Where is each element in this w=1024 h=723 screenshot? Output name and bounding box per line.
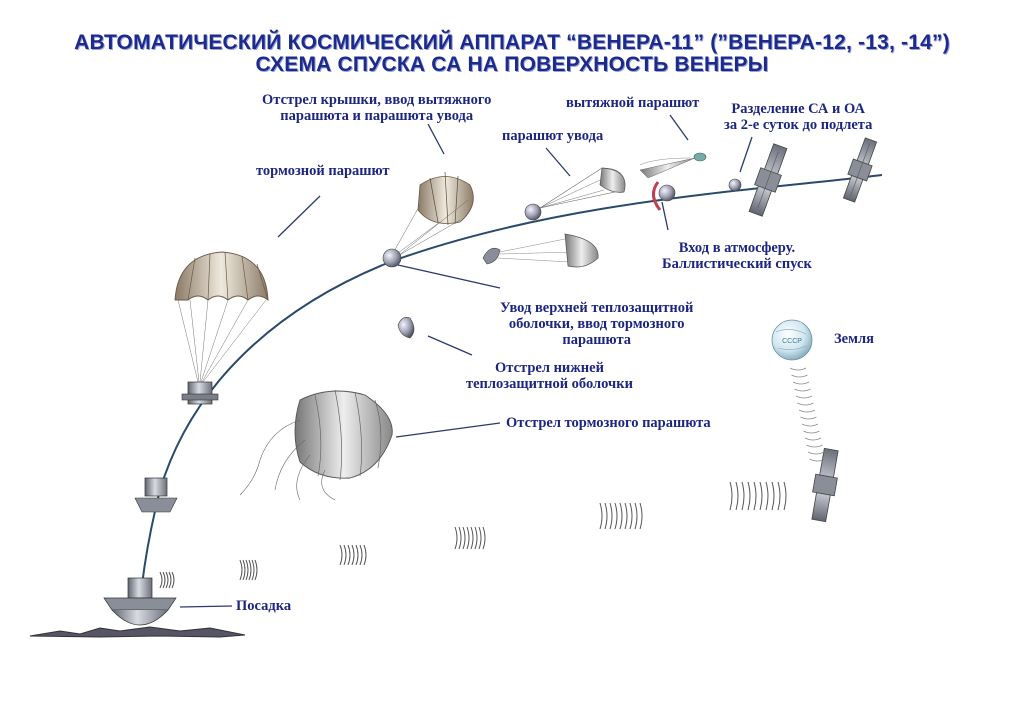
- signal-wave: [254, 559, 258, 581]
- drogue-parachute: [524, 167, 626, 221]
- earth-globe-text: СССР: [782, 338, 802, 345]
- label-landing: Посадка: [236, 598, 292, 614]
- pilot-parachute: [639, 152, 707, 179]
- signal-wave: [604, 502, 608, 530]
- signal-wave: [797, 402, 814, 406]
- signal-wave: [806, 444, 823, 448]
- lander-descending: [134, 477, 178, 513]
- radio-signal-lander-to-orbiter: [159, 481, 787, 589]
- descent-capsule-separated: [728, 178, 742, 192]
- signal-wave: [771, 481, 775, 511]
- signal-wave: [168, 571, 172, 589]
- label-earth: Земля: [834, 331, 874, 347]
- orbital-vehicle-separating: [748, 143, 788, 217]
- signal-wave: [242, 559, 246, 581]
- signal-wave: [474, 526, 478, 550]
- signal-wave: [339, 544, 343, 566]
- signal-wave: [478, 526, 482, 550]
- signal-wave: [735, 481, 739, 511]
- signal-wave: [619, 502, 623, 530]
- signal-wave: [239, 559, 243, 581]
- signal-wave: [159, 571, 163, 589]
- signal-wave: [807, 451, 825, 455]
- relay-orbiter: [811, 447, 839, 523]
- entry-heat-glow: [652, 181, 662, 211]
- signal-wave: [351, 544, 355, 566]
- title-line-2: СХЕМА СПУСКА СА НА ПОВЕРХНОСТЬ ВЕНЕРЫ: [255, 53, 769, 76]
- signal-wave: [765, 481, 769, 511]
- signal-wave: [609, 502, 613, 530]
- signal-wave: [245, 559, 249, 581]
- label-braking-chute: тормозной парашют: [256, 163, 390, 179]
- signal-wave: [462, 526, 466, 550]
- signal-wave: [624, 502, 628, 530]
- orbital-vehicle: [842, 137, 878, 203]
- lander-on-surface: [103, 577, 177, 626]
- signal-wave: [729, 481, 733, 511]
- signal-wave: [798, 409, 816, 413]
- signal-wave: [800, 416, 817, 420]
- signal-wave: [162, 571, 166, 589]
- signal-wave: [795, 395, 813, 399]
- main-parachute-descent: [174, 251, 269, 405]
- signal-wave: [792, 381, 810, 385]
- signal-wave: [747, 481, 751, 511]
- signal-wave: [789, 367, 807, 371]
- signal-wave: [599, 502, 603, 530]
- signal-wave: [759, 481, 763, 511]
- signal-wave: [634, 502, 638, 530]
- descent-capsule-entry: [658, 184, 676, 202]
- signal-wave: [248, 559, 252, 581]
- signal-wave: [355, 544, 359, 566]
- radio-signal-orbiter-to-earth: [789, 367, 826, 462]
- label-entry: Вход в атмосферу.Баллистический спуск: [662, 240, 812, 272]
- signal-wave: [470, 526, 474, 550]
- signal-wave: [454, 526, 458, 550]
- signal-wave: [741, 481, 745, 511]
- signal-wave: [629, 502, 633, 530]
- venus-surface: [29, 626, 246, 638]
- leader-lines: [179, 114, 753, 608]
- signal-wave: [251, 559, 255, 581]
- title-line-1: АВТОМАТИЧЕСКИЙ КОСМИЧЕСКИЙ АППАРАТ “ВЕНЕ…: [74, 31, 950, 54]
- signal-wave: [801, 423, 819, 427]
- signal-wave: [458, 526, 462, 550]
- lower-heat-shield: [397, 317, 415, 339]
- upper-heat-shield-with-chute: [482, 233, 599, 268]
- signal-wave: [639, 502, 643, 530]
- signal-wave: [165, 571, 169, 589]
- signal-wave: [791, 374, 808, 378]
- signal-wave: [794, 388, 811, 392]
- label-chute-release: Отстрел тормозного парашюта: [506, 415, 711, 431]
- signal-wave: [171, 571, 175, 589]
- signal-wave: [803, 430, 820, 434]
- signal-wave: [343, 544, 347, 566]
- label-pilot-chute: вытяжной парашют: [566, 95, 700, 111]
- signal-wave: [363, 544, 367, 566]
- braking-parachute-open: [382, 171, 474, 268]
- signal-wave: [777, 481, 781, 511]
- released-braking-parachute: [239, 389, 393, 501]
- signal-wave: [783, 481, 787, 511]
- signal-wave: [614, 502, 618, 530]
- signal-wave: [482, 526, 486, 550]
- signal-wave: [809, 458, 826, 462]
- signal-wave: [804, 437, 822, 441]
- signal-wave: [753, 481, 757, 511]
- signal-wave: [347, 544, 351, 566]
- signal-wave: [359, 544, 363, 566]
- signal-wave: [466, 526, 470, 550]
- label-drogue-chute: парашют увода: [502, 128, 604, 144]
- earth-globe: СССР: [771, 319, 813, 361]
